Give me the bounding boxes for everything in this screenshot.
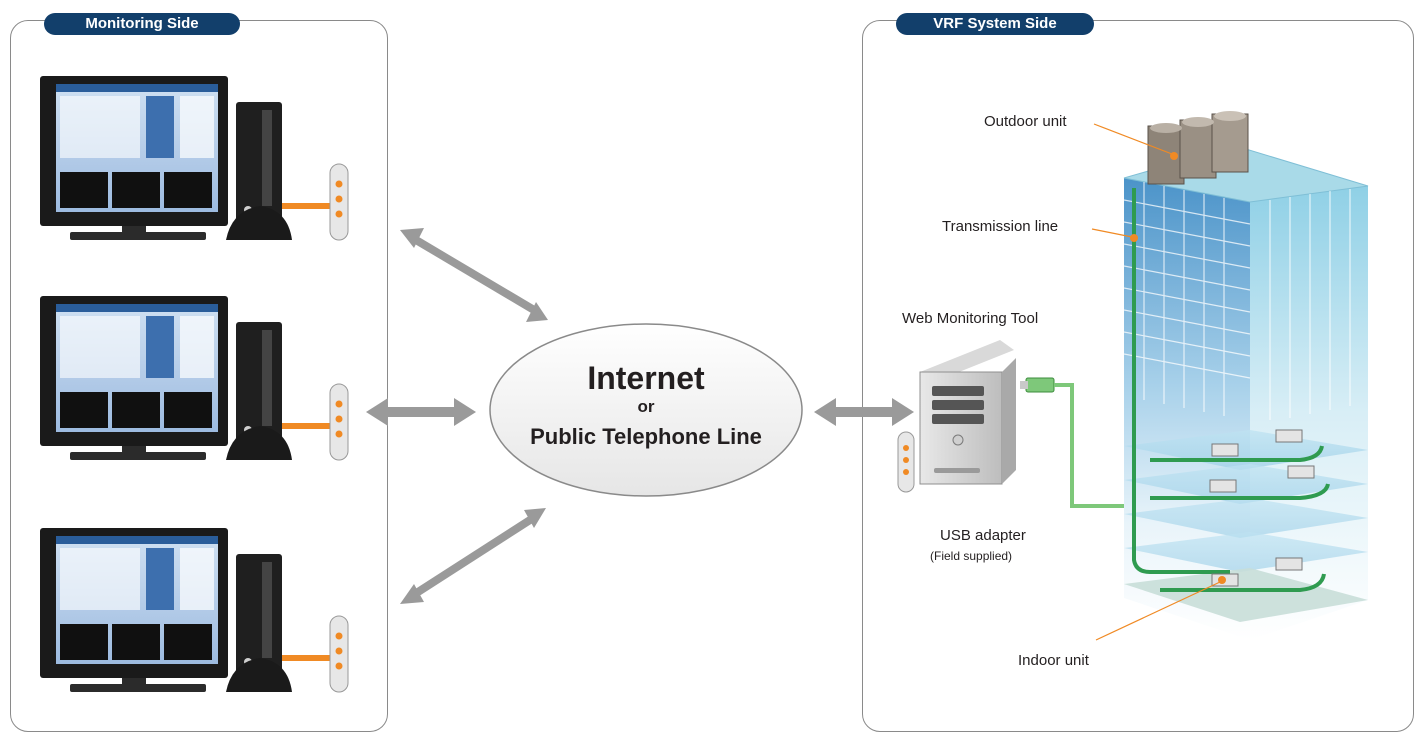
building [1123,111,1369,640]
field-supplied-label: (Field supplied) [930,549,1013,563]
transmission-line-label: Transmission line [942,218,1059,235]
workstation-2 [40,296,349,461]
vrf-system-side-panel [862,20,1414,732]
indoor-unit-label: Indoor unit [1018,652,1089,669]
workstation-1 [40,76,349,241]
outdoor-unit-label: Outdoor unit [984,113,1067,130]
workstation-3 [40,528,349,693]
indoor-unit-leader [1095,581,1221,641]
internet-title: Internet [587,360,705,396]
network-subtitle: Public Telephone Line [530,424,762,449]
arrow-bottom [400,508,546,604]
usb-cable [1054,383,1150,508]
outdoor-unit-leader [1093,123,1173,155]
usb-adapter-label: USB adapter [940,527,1026,544]
arrow-right [814,398,914,426]
transmission-line-leader [1091,228,1133,238]
internet-cloud [489,323,803,497]
arrow-top [400,228,548,322]
web-monitoring-tool-label: Web Monitoring Tool [902,310,1039,327]
monitoring-side-tab: Monitoring Side [44,13,240,35]
arrow-middle [366,398,476,426]
network-connector: or [637,397,655,416]
vrf-system-side-tab: VRF System Side [896,13,1094,35]
usb-adapter [1020,377,1055,393]
outdoor-unit-icon [1147,111,1249,185]
server-icon [897,340,1016,493]
